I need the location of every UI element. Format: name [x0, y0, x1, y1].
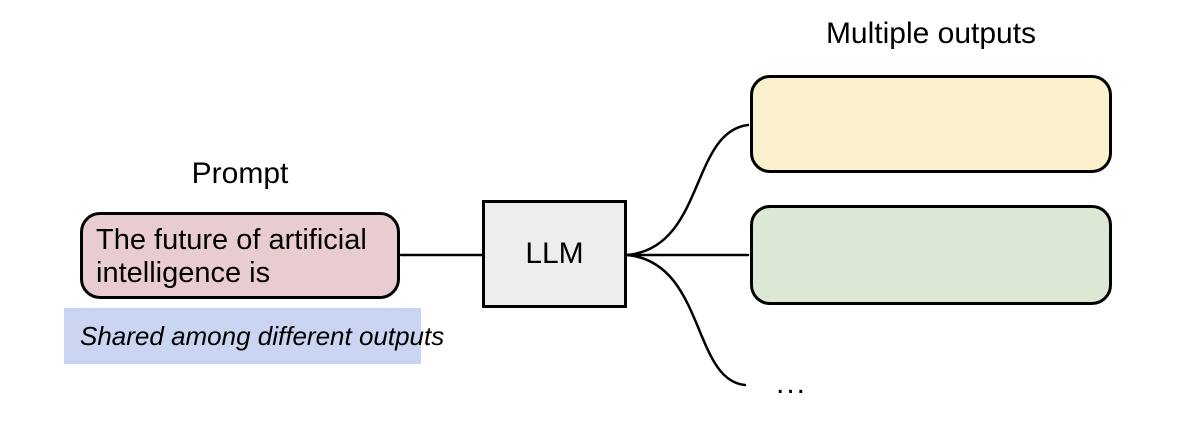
more-outputs-ellipsis: ...: [776, 367, 808, 400]
prompt-title: Prompt: [191, 157, 289, 190]
connector-llm-to-output-top: [625, 123, 750, 257]
connector-llm-to-ellipsis: [625, 253, 747, 387]
prompt-caption-text: Shared among different outputs: [80, 320, 445, 351]
llm-label: LLM: [525, 237, 584, 270]
prompt-box: The future of artificial intelligence is: [80, 212, 400, 299]
llm-box: LLM: [482, 200, 627, 308]
prompt-caption: Shared among different outputs: [64, 308, 444, 364]
prompt-text-line-1: The future of artificial: [96, 224, 367, 256]
multiple-outputs-title: Multiple outputs: [825, 17, 1037, 50]
output-box-top: [750, 75, 1112, 173]
prompt-text-line-2: intelligence is: [96, 257, 271, 289]
output-box-middle: [750, 205, 1112, 305]
